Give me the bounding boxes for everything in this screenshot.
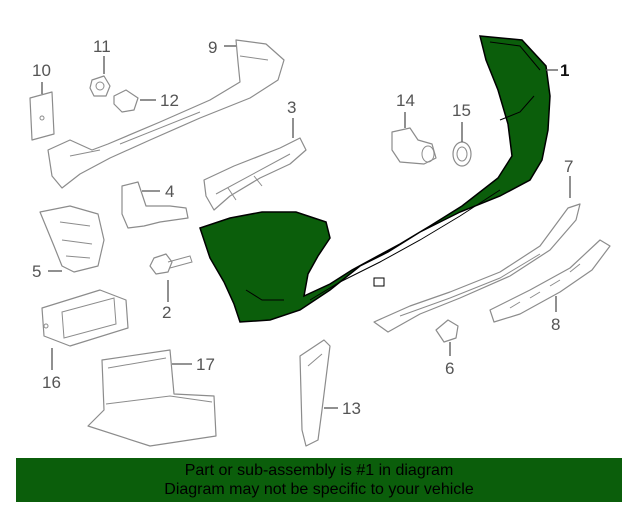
callout-15: 15: [452, 101, 471, 120]
disclaimer-line-2: Diagram may not be specific to your vehi…: [164, 481, 474, 498]
disclaimer-banner: Part or sub-assembly is #1 in diagram Di…: [16, 458, 622, 502]
part-14-sensor[interactable]: [391, 127, 437, 165]
part-2-screw[interactable]: [149, 253, 193, 275]
part-10-pad[interactable]: [29, 91, 55, 141]
part-1-bumper-cover[interactable]: [199, 35, 551, 323]
part-4-bracket[interactable]: [121, 181, 189, 229]
part-12-plug[interactable]: [113, 89, 139, 113]
callout-3: 3: [287, 98, 296, 117]
callout-9: 9: [208, 38, 217, 57]
callout-1: 1: [560, 61, 569, 80]
callout-12: 12: [160, 91, 179, 110]
callout-16: 16: [42, 373, 61, 392]
callout-labels: 1 2 3 4 5 6 7 8 9 10 11 12 13 14 15 16 1…: [32, 37, 573, 418]
callout-5: 5: [32, 262, 41, 281]
part-9-impact-bar[interactable]: [47, 39, 285, 189]
callout-13: 13: [342, 399, 361, 418]
part-15-ring[interactable]: [452, 141, 472, 167]
callout-2: 2: [162, 303, 171, 322]
disclaimer-line-1: Part or sub-assembly is #1 in diagram: [184, 462, 454, 479]
callout-11: 11: [93, 37, 111, 56]
part-5-mount[interactable]: [39, 205, 105, 273]
part-6-cap[interactable]: [435, 319, 459, 343]
part-3-bracket[interactable]: [203, 137, 307, 211]
callout-7: 7: [564, 157, 573, 176]
callout-17: 17: [196, 355, 215, 374]
callout-10: 10: [32, 61, 51, 80]
part-16-module[interactable]: [41, 289, 129, 347]
part-7-strip[interactable]: [373, 203, 581, 333]
callout-4: 4: [165, 182, 174, 201]
leader-lines: [41, 45, 571, 409]
callout-14: 14: [396, 91, 415, 110]
callout-8: 8: [551, 315, 560, 334]
part-17-tray[interactable]: [87, 349, 217, 447]
part-11-nut[interactable]: [89, 75, 111, 97]
callout-6: 6: [445, 359, 454, 378]
part-13-reflector[interactable]: [299, 339, 331, 447]
part-8-bracket[interactable]: [489, 239, 611, 323]
